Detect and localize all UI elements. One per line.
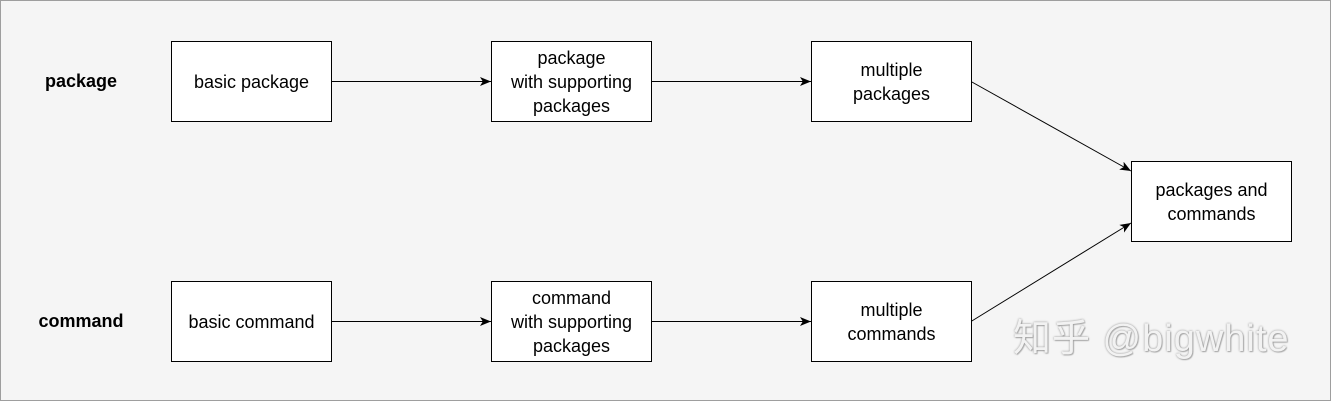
row-label-package: package <box>44 71 118 91</box>
node-multiple-commands: multiple commands <box>811 281 972 362</box>
arrow-multiple-packages-to-packages-and-commands <box>970 81 1132 172</box>
node-command-with-supporting-packages: command with supporting packages <box>491 281 652 362</box>
row-label-command: command <box>38 311 124 331</box>
node-packages-and-commands: packages and commands <box>1131 161 1292 242</box>
node-label: command with supporting packages <box>510 287 633 356</box>
node-label: basic command <box>188 311 315 332</box>
node-label: packages and commands <box>1155 179 1268 224</box>
node-package-with-supporting-packages: package with supporting packages <box>491 41 652 122</box>
node-basic-command: basic command <box>171 281 332 362</box>
arrow-multiple-commands-to-packages-and-commands <box>970 222 1132 322</box>
node-label: basic package <box>193 71 310 92</box>
node-multiple-packages: multiple packages <box>811 41 972 122</box>
watermark: 知乎 @bigwhite <box>1013 318 1290 360</box>
node-label: multiple packages <box>852 59 931 104</box>
node-basic-package: basic package <box>171 41 332 122</box>
node-label: package with supporting packages <box>510 47 633 116</box>
node-label: multiple commands <box>847 299 936 344</box>
